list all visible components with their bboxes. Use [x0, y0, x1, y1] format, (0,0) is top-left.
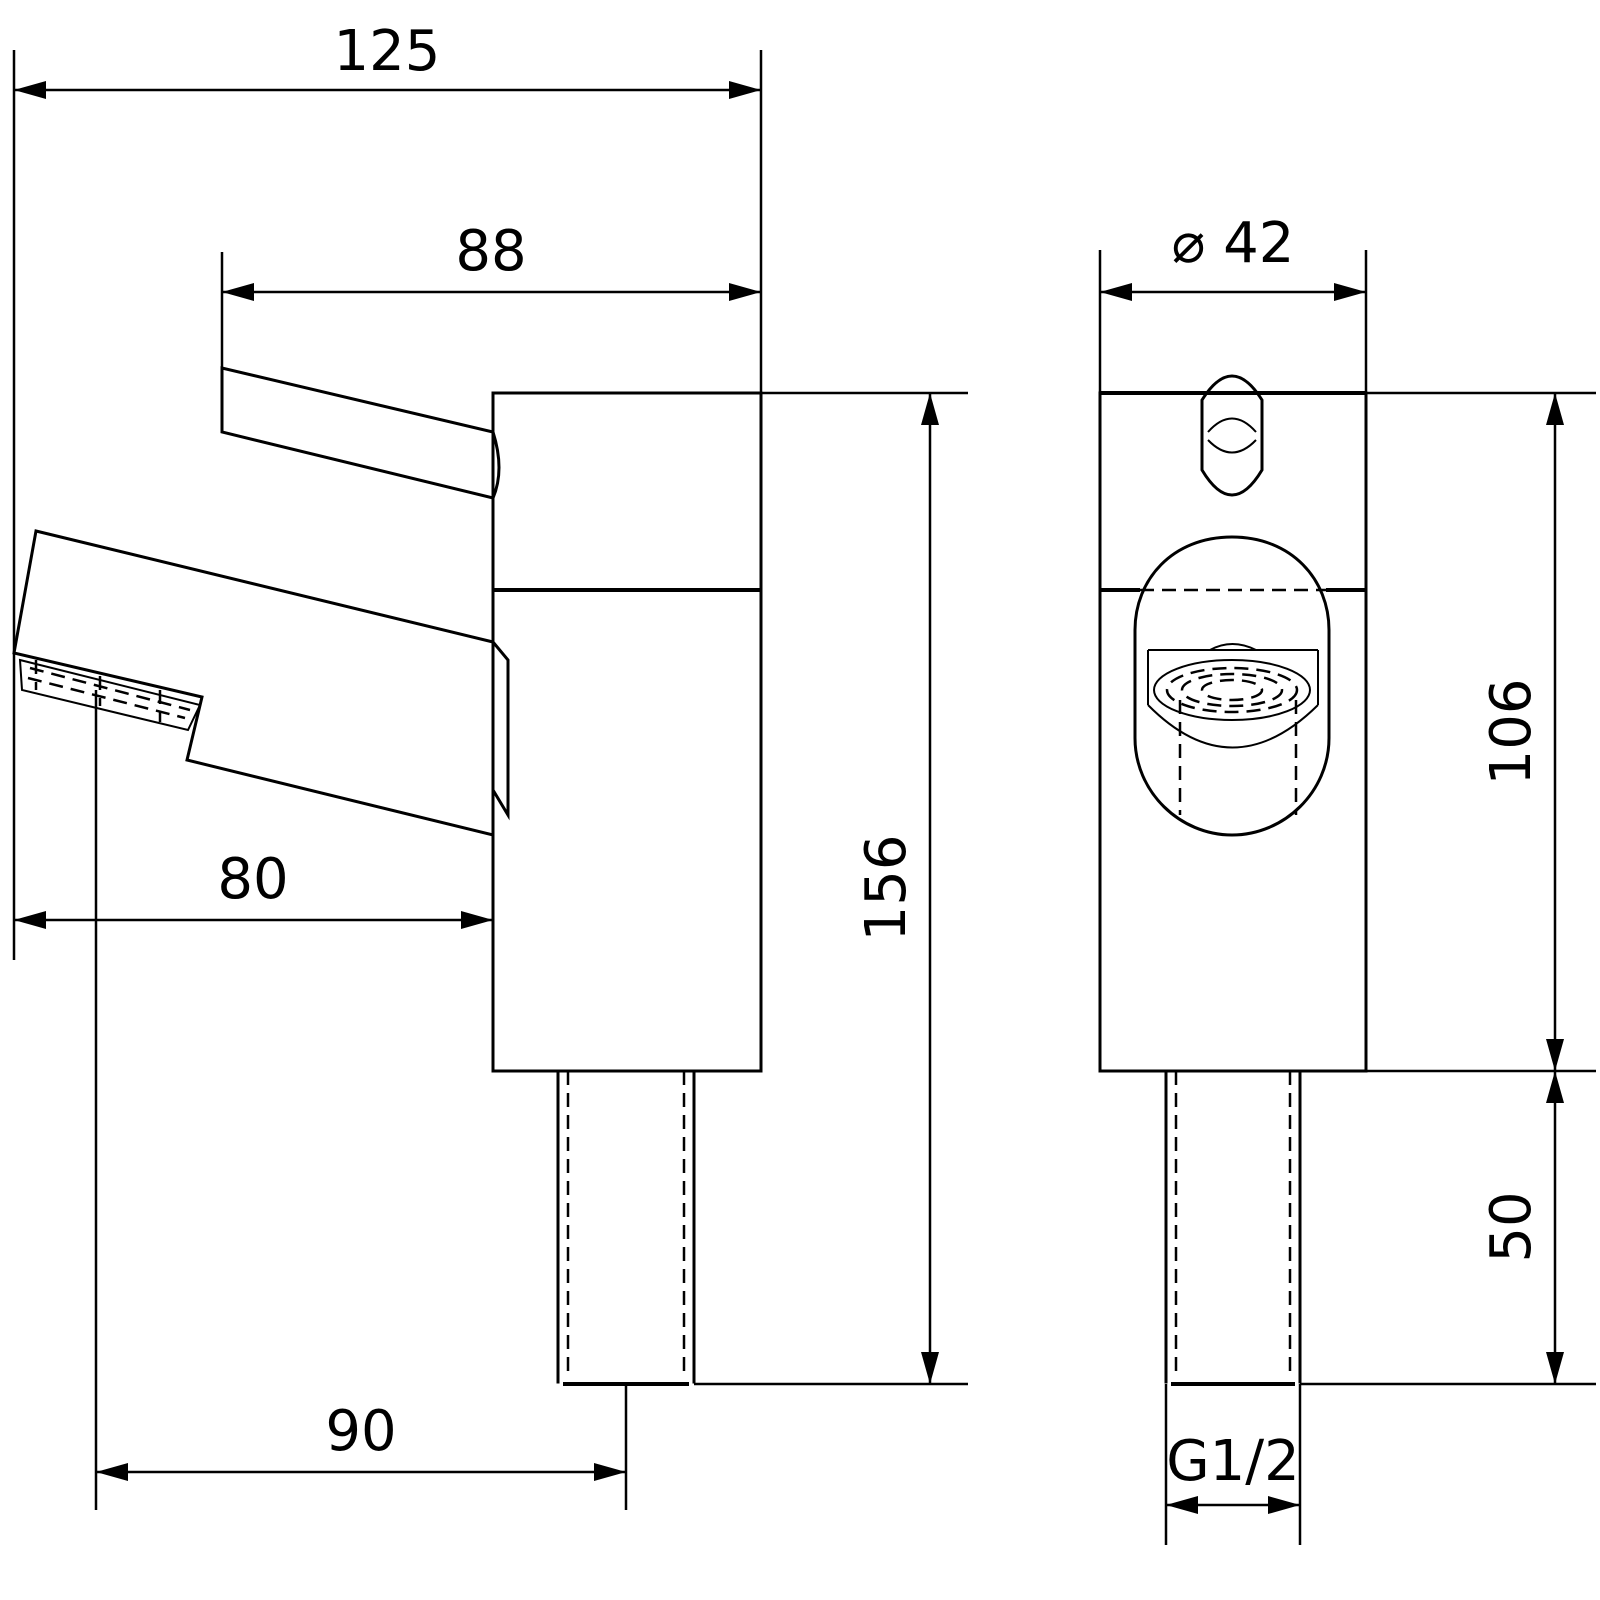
dimension-106: 106 — [1479, 393, 1564, 1071]
dimension-42: ⌀ 42 — [1100, 211, 1366, 301]
dim-label-90: 90 — [325, 1399, 396, 1464]
front-spout — [1133, 535, 1331, 837]
dimension-88: 88 — [222, 219, 761, 301]
side-view: 125 88 80 90 156 — [12, 19, 968, 1510]
dimension-g1-2: G1/2 — [1166, 1429, 1300, 1514]
side-tail-pipe — [556, 1069, 696, 1386]
dim-label-125: 125 — [334, 19, 441, 84]
dimension-156: 156 — [854, 393, 939, 1384]
dim-label-50: 50 — [1479, 1191, 1544, 1262]
side-lever-handle — [220, 366, 501, 500]
dimension-50: 50 — [1479, 1071, 1564, 1384]
front-view: ⌀ 42 106 50 G1/2 — [1098, 211, 1596, 1545]
front-tail-pipe — [1164, 1069, 1302, 1386]
front-extension-lines — [1098, 250, 1596, 1545]
side-extension-lines — [12, 50, 968, 1510]
dim-label-106: 106 — [1479, 679, 1544, 786]
front-aerator — [1153, 643, 1311, 815]
side-body — [491, 391, 763, 1073]
dim-label-thread: G1/2 — [1166, 1429, 1300, 1494]
front-lever-knob — [1200, 374, 1264, 497]
dimension-125: 125 — [14, 19, 761, 99]
dim-label-42: ⌀ 42 — [1172, 211, 1295, 276]
dimension-90: 90 — [96, 1399, 626, 1481]
dim-label-80: 80 — [217, 847, 288, 912]
dimension-80: 80 — [14, 847, 493, 929]
dim-label-88: 88 — [455, 219, 526, 284]
side-spout — [12, 529, 510, 837]
dim-label-156: 156 — [854, 835, 919, 942]
side-aerator — [18, 658, 202, 732]
